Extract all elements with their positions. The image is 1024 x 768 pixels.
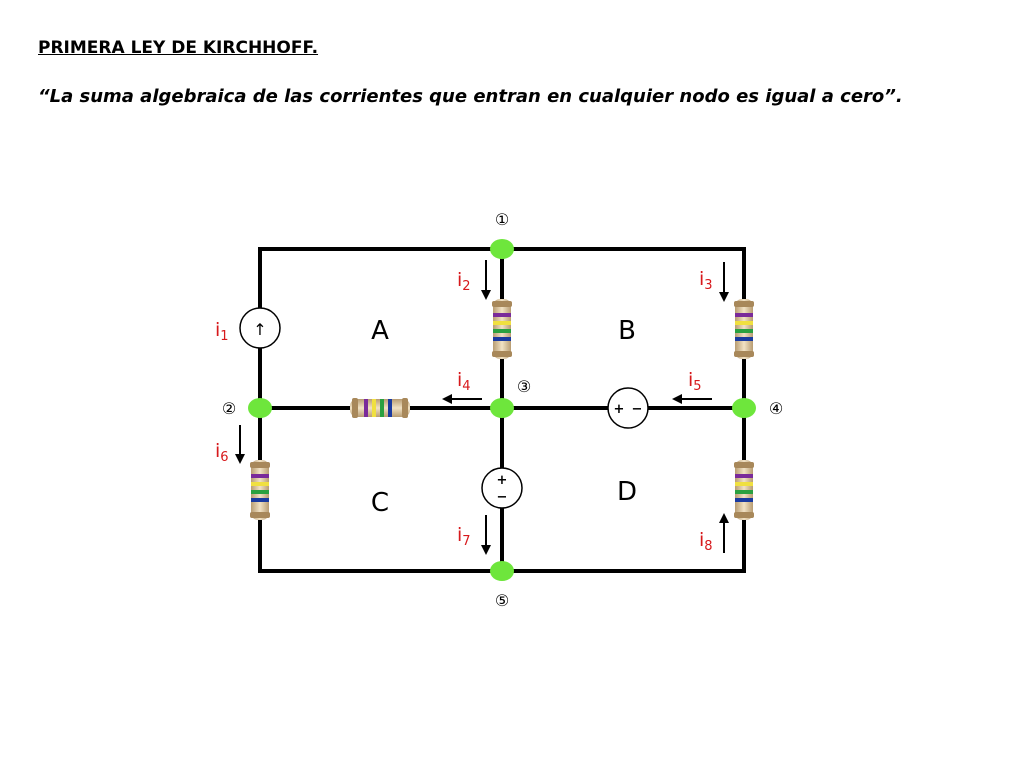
resistor-r3 [734,299,754,359]
node-label-2: ② [222,399,236,418]
current-label-i1: i1 [215,319,229,344]
node-label-5: ⑤ [495,591,509,610]
current-source-arrow-icon: ↑ [253,320,266,339]
resistor-r4 [350,398,410,418]
region-label-a: A [371,316,389,346]
resistor-r6 [250,460,270,520]
current-label-i3: i3 [699,268,713,293]
voltage-source-vertical: + − [481,467,523,509]
node-4 [732,398,756,418]
node-1 [490,239,514,259]
node-label-4: ④ [769,399,783,418]
current-source-i1: ↑ [239,307,281,349]
resistor-r8 [734,460,754,520]
current-label-i5: i5 [688,369,702,394]
current-label-i4: i4 [457,369,471,394]
node-3 [490,398,514,418]
node-label-3: ③ [517,377,531,396]
page-title: PRIMERA LEY DE KIRCHHOFF. [38,38,319,58]
region-label-d: D [617,477,637,507]
current-labels: i1 i2 i3 i4 i5 i6 i7 i8 [215,268,713,554]
node-2 [248,398,272,418]
nodes [248,239,756,581]
current-arrows [235,260,729,555]
node-labels: ① ② ③ ④ ⑤ [222,210,783,610]
voltage-source-minus: − [632,402,643,417]
current-label-i2: i2 [457,269,471,294]
region-labels: A B C D [371,316,637,518]
node-5 [490,561,514,581]
region-label-c: C [371,488,389,518]
voltage-source-minus-vertical: − [497,490,508,505]
current-label-i8: i8 [699,529,713,554]
voltage-source-horizontal: + − [607,387,649,429]
current-label-i7: i7 [457,524,471,549]
resistor-r2 [492,299,512,359]
kirchhoff-law-statement: “La suma algebraica de las corrientes qu… [38,86,903,107]
region-label-b: B [618,316,636,346]
node-label-1: ① [495,210,509,229]
current-label-i6: i6 [215,440,229,465]
voltage-source-plus: + [614,402,625,417]
voltage-source-plus-vertical: + [497,473,508,488]
